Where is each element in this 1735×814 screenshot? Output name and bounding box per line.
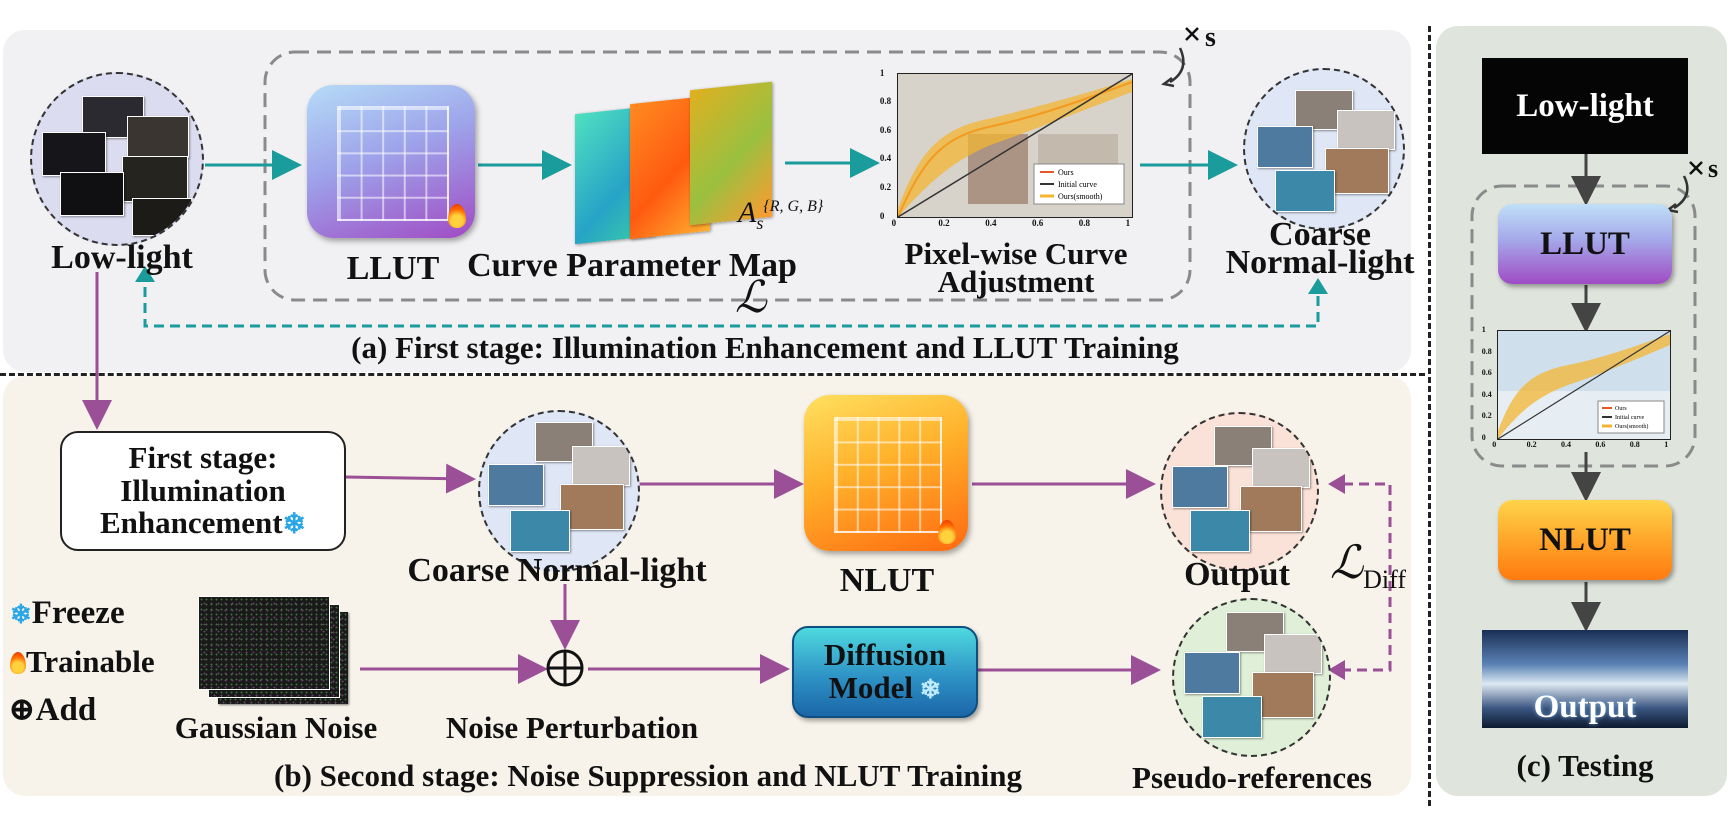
coarse-label-line2: Normal-light: [1225, 244, 1415, 281]
diffusion-model-box: Diffusion Model ❄: [792, 626, 978, 718]
nlut-label: NLUT: [839, 562, 935, 599]
testing-nlut-label: NLUT: [1539, 521, 1631, 558]
plot-c-x-tick: 1: [1664, 440, 1669, 449]
plot-c-y-tick: 0.2: [1481, 411, 1492, 421]
testing-low-light-label: Low-light: [1516, 87, 1654, 124]
first-stage-line2: Illumination: [120, 472, 286, 508]
first-stage-line1: First stage:: [128, 440, 278, 476]
plot-a-y-tick: 0.8: [879, 96, 892, 107]
repeat-s-a: s: [1205, 22, 1216, 53]
plot-c-y-tick: 1: [1481, 325, 1486, 334]
testing-output-label: Output: [1533, 689, 1637, 725]
coarse-normal-light-label: Coarse Normal-light: [407, 552, 707, 589]
diffusion-loss-symbol: ℒDiff: [1330, 537, 1406, 595]
legend-trainable: Trainable: [10, 646, 155, 677]
legend-freeze: ❄Freeze: [10, 595, 125, 631]
adjust-label-line2: Adjustment: [937, 264, 1095, 299]
legend-flame-icon: [10, 652, 26, 674]
curve-plot-c: Ours Initial curve Ours(smooth): [1497, 330, 1671, 440]
trainable-flame-icon: [448, 204, 466, 228]
curve-plot-svg: Ours Initial curve Ours(smooth): [898, 74, 1132, 217]
testing-llut-label: LLUT: [1540, 225, 1630, 262]
plot-c-x-tick: 0.2: [1526, 440, 1537, 449]
coarse-label-line1: Coarse: [1269, 216, 1371, 253]
plot-a-x-tick: 0.4: [985, 218, 997, 228]
legend-snowflake-icon: ❄: [10, 600, 32, 629]
stage-divider: [0, 373, 1425, 376]
diffusion-line2: Model: [828, 670, 914, 705]
llut-label: LLUT: [346, 250, 440, 287]
plot-a-x-tick: 0: [891, 218, 897, 228]
diffusion-freeze-icon: ❄: [913, 675, 942, 704]
plot-c-x-tick: 0.4: [1561, 440, 1571, 449]
loss-symbol-a: ℒ: [735, 273, 767, 322]
testing-low-light-image: Low-light: [1482, 58, 1688, 154]
testing-nlut-box: NLUT: [1498, 500, 1672, 580]
coarse-input-circle: [478, 410, 640, 572]
plot-a-x-tick: 1: [1125, 218, 1131, 228]
curve-map-symbol: As{R, G, B}: [738, 196, 824, 233]
plot-c-x-tick: 0.8: [1629, 440, 1640, 449]
plot-a-y-tick: 0.2: [879, 181, 892, 192]
curve-plot-a: Ours Initial curve Ours(smooth): [897, 73, 1133, 218]
gaussian-noise-label: Gaussian Noise: [174, 710, 378, 745]
plot-c-y-tick: 0: [1481, 433, 1486, 442]
plot-c-y-tick: 0.8: [1481, 346, 1492, 356]
first-stage-line3: Enhancement: [99, 505, 283, 541]
plot-a-x-tick: 0.6: [1032, 218, 1044, 228]
legend-c-ours: Ours: [1615, 406, 1627, 412]
nlut-trainable-flame-icon: [938, 520, 956, 544]
legend-ours: Ours: [1058, 168, 1074, 177]
repeat-s-c: s: [1708, 154, 1719, 183]
plot-c-x-tick: 0: [1492, 440, 1497, 449]
adjust-label-line1: Pixel-wise Curve: [904, 236, 1128, 271]
plot-a-x-tick: 0.8: [1078, 218, 1091, 228]
noise-perturbation-label: Noise Perturbation: [445, 710, 699, 745]
testing-output-image: Output: [1482, 630, 1688, 728]
curve-map-label: Curve Parameter Map: [467, 247, 797, 284]
curve-plot-c-svg: Ours Initial curve Ours(smooth): [1498, 331, 1670, 439]
input-low-light-label: Low-light: [51, 239, 193, 276]
pseudo-references-label: Pseudo-references: [1132, 760, 1372, 795]
plot-a-x-tick: 0.2: [938, 218, 950, 228]
pseudo-references-circle: [1172, 598, 1331, 757]
plot-a-y-tick: 0.6: [879, 124, 892, 135]
legend-initial: Initial curve: [1058, 180, 1097, 189]
gaussian-noise-front: [198, 596, 330, 690]
legend-c-smooth: Ours(smooth): [1615, 423, 1648, 430]
legend-smooth: Ours(smooth): [1058, 192, 1103, 201]
diffusion-line1: Diffusion: [823, 637, 947, 673]
low-light-images-circle: [30, 72, 204, 246]
first-stage-box: First stage: Illumination Enhancement❄: [60, 431, 346, 551]
legend-add: ⊕Add: [8, 692, 97, 728]
plot-c-x-tick: 0.6: [1595, 440, 1606, 449]
legend-add-icon: ⊕: [8, 692, 36, 728]
llut-cube: [307, 85, 475, 238]
caption-a: (a) First stage: Illumination Enhancemen…: [351, 330, 1179, 365]
plot-a-y-tick: 1: [879, 67, 885, 78]
plot-c-y-tick: 0.6: [1481, 368, 1492, 378]
plot-a-y-tick: 0.4: [879, 153, 892, 164]
iteration-frame-c: [1470, 184, 1697, 468]
plot-c-y-tick: 0.4: [1481, 389, 1492, 399]
caption-b: (b) Second stage: Noise Suppression and …: [274, 758, 1022, 793]
output-circle: [1160, 412, 1319, 571]
freeze-snowflake-icon: ❄: [282, 509, 307, 541]
testing-divider: [1428, 26, 1431, 806]
legend-c-initial: Initial curve: [1615, 415, 1644, 421]
plot-a-y-tick: 0: [879, 210, 885, 221]
output-label: Output: [1184, 556, 1290, 593]
caption-c: (c) Testing: [1516, 748, 1654, 783]
testing-llut-box: LLUT: [1498, 204, 1672, 284]
coarse-normal-light-circle: [1243, 68, 1405, 230]
